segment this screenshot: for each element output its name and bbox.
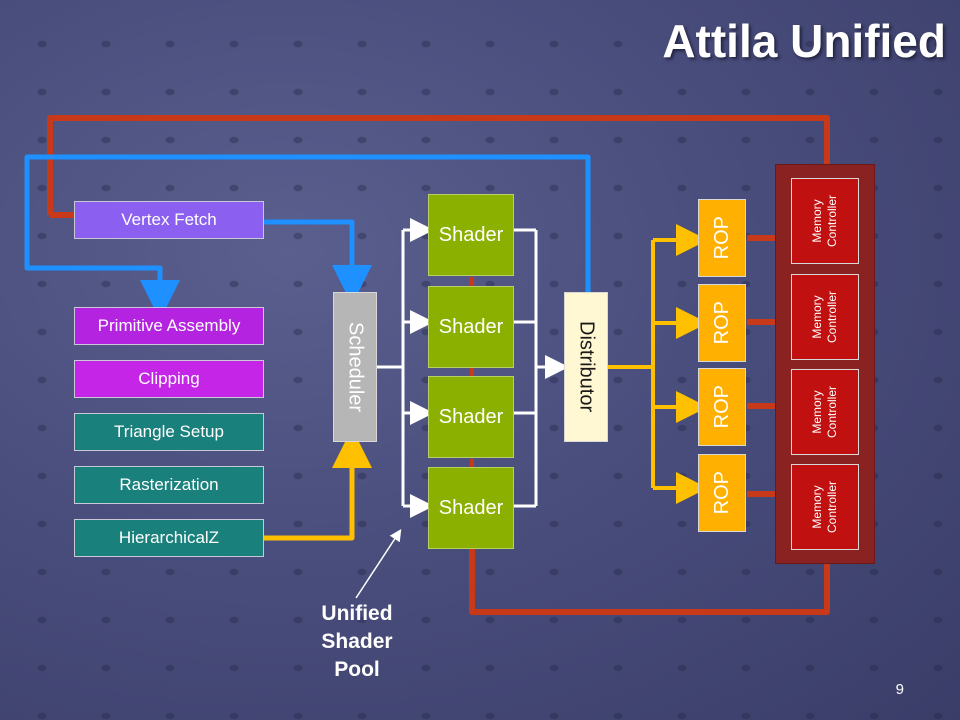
clipping-stage: Clipping (74, 360, 264, 398)
vertex-fetch-stage: Vertex Fetch (74, 201, 264, 239)
red-memory-loop-bottom (469, 548, 830, 615)
memory-controller-text: Memory Controller (810, 386, 840, 438)
red-memory-loop-top (47, 115, 830, 215)
pool-annotation-arrow (355, 528, 402, 599)
memory-controller-line1: Memory (810, 485, 824, 529)
shader-unit: Shader (428, 467, 514, 549)
shader-label: Shader (438, 405, 504, 428)
rop-label: ROP (710, 471, 733, 515)
rop-unit: ROP (698, 284, 746, 362)
shader-unit: Shader (428, 286, 514, 368)
memory-controller-line1: Memory (810, 390, 824, 434)
memory-controller-line1: Memory (810, 199, 824, 243)
rop-label: ROP (710, 216, 733, 260)
rop-unit: ROP (698, 454, 746, 532)
shader-unit: Shader (428, 194, 514, 276)
blue-distributor-loop (24, 154, 591, 320)
primitive-assembly-label: Primitive Assembly (97, 316, 241, 335)
rop-label: ROP (710, 301, 733, 345)
clipping-label: Clipping (138, 369, 200, 388)
unified-shader-pool-label: Unified Shader Pool (300, 600, 414, 684)
shader-label: Shader (438, 496, 504, 519)
rop-unit: ROP (698, 199, 746, 277)
memory-controller-line2: Controller (825, 194, 839, 248)
memory-controller-text: Memory Controller (810, 291, 840, 343)
distributor-block: Distributor (564, 292, 608, 442)
rasterization-label: Rasterization (119, 475, 219, 494)
rop-unit: ROP (698, 368, 746, 446)
memory-controller-text: Memory Controller (810, 481, 840, 533)
memory-controller: Memory Controller (791, 464, 859, 550)
page-number: 9 (895, 681, 904, 698)
memory-controller: Memory Controller (791, 178, 859, 264)
yellow-hz-scheduler (264, 428, 372, 541)
memory-controller: Memory Controller (791, 274, 859, 360)
blue-vfetch-scheduler (264, 219, 372, 305)
memory-controller-line2: Controller (825, 290, 839, 344)
memory-controller-line2: Controller (825, 480, 839, 534)
memory-controller: Memory Controller (791, 369, 859, 455)
memory-controller-line1: Memory (810, 295, 824, 339)
primitive-assembly-stage: Primitive Assembly (74, 307, 264, 345)
triangle-setup-stage: Triangle Setup (74, 413, 264, 451)
vertex-fetch-label: Vertex Fetch (121, 210, 217, 229)
memory-controller-line2: Controller (825, 385, 839, 439)
hierarchical-z-label: HierarchicalZ (118, 528, 220, 547)
memory-controller-text: Memory Controller (810, 195, 840, 247)
rasterization-stage: Rasterization (74, 466, 264, 504)
shader-unit: Shader (428, 376, 514, 458)
hierarchical-z-stage: HierarchicalZ (74, 519, 264, 557)
pool-label-line3: Pool (334, 658, 380, 681)
shader-label: Shader (438, 223, 504, 246)
scheduler-label: Scheduler (344, 321, 367, 413)
distributor-label: Distributor (575, 321, 598, 413)
scheduler-block: Scheduler (333, 292, 377, 442)
rop-label: ROP (710, 385, 733, 429)
pool-label-line2: Shader (321, 630, 393, 653)
slide-title: Attila Unified (662, 15, 946, 67)
shader-label: Shader (438, 315, 504, 338)
pool-label-line1: Unified (321, 602, 393, 625)
triangle-setup-label: Triangle Setup (114, 422, 224, 441)
